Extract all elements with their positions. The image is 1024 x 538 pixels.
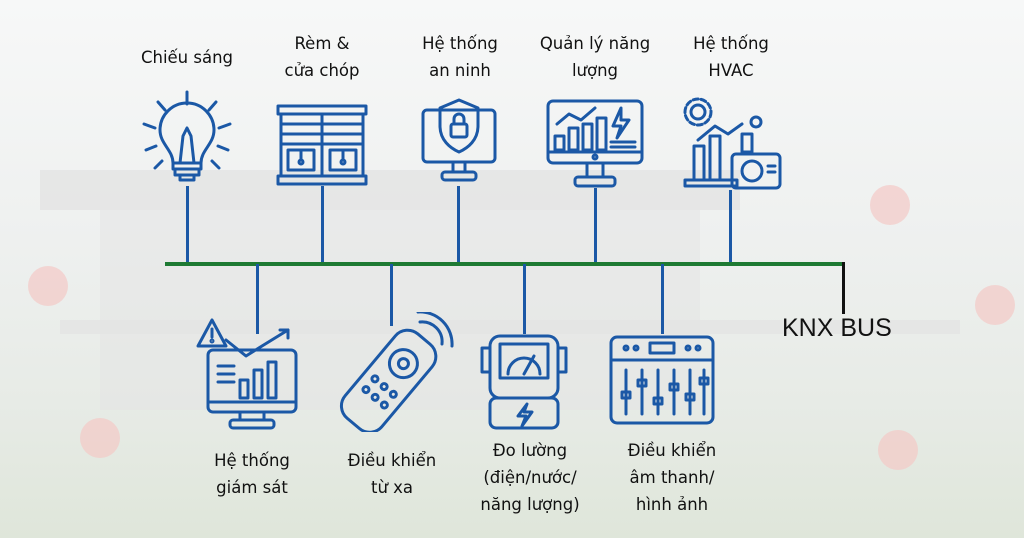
hvac-icon [683,97,782,190]
security-monitor-icon [421,98,497,182]
connector-line [321,186,324,264]
connector-line [390,264,393,326]
connector-line [457,186,460,264]
connector-line [256,264,259,334]
blinds-icon [276,104,368,186]
label-blinds: Rèm &cửa chóp [284,34,360,80]
knx-bus-label: KNX BUS [782,314,892,342]
light-bulb-icon [142,90,232,182]
connector-line [186,186,189,264]
knx-bus-line [165,262,845,266]
energy-dashboard-icon [546,99,644,188]
connector-line [523,264,526,334]
audio-mixer-icon [609,335,715,425]
connector-line [729,190,732,264]
meter-icon [480,334,568,430]
house-roof [40,170,740,210]
remote-control-icon [339,312,454,432]
bg-badge [878,430,918,470]
connector-line [594,188,597,264]
label-lighting: Chiếu sáng [140,48,234,67]
bg-badge [28,266,68,306]
knx-bus-pointer [842,262,845,314]
connector-line [661,264,664,334]
bg-badge [975,285,1015,325]
bg-badge [870,185,910,225]
bg-badge [80,418,120,458]
monitoring-icon [196,318,298,430]
label-metering: Đo lường(điện/nước/năng lượng) [480,441,580,514]
